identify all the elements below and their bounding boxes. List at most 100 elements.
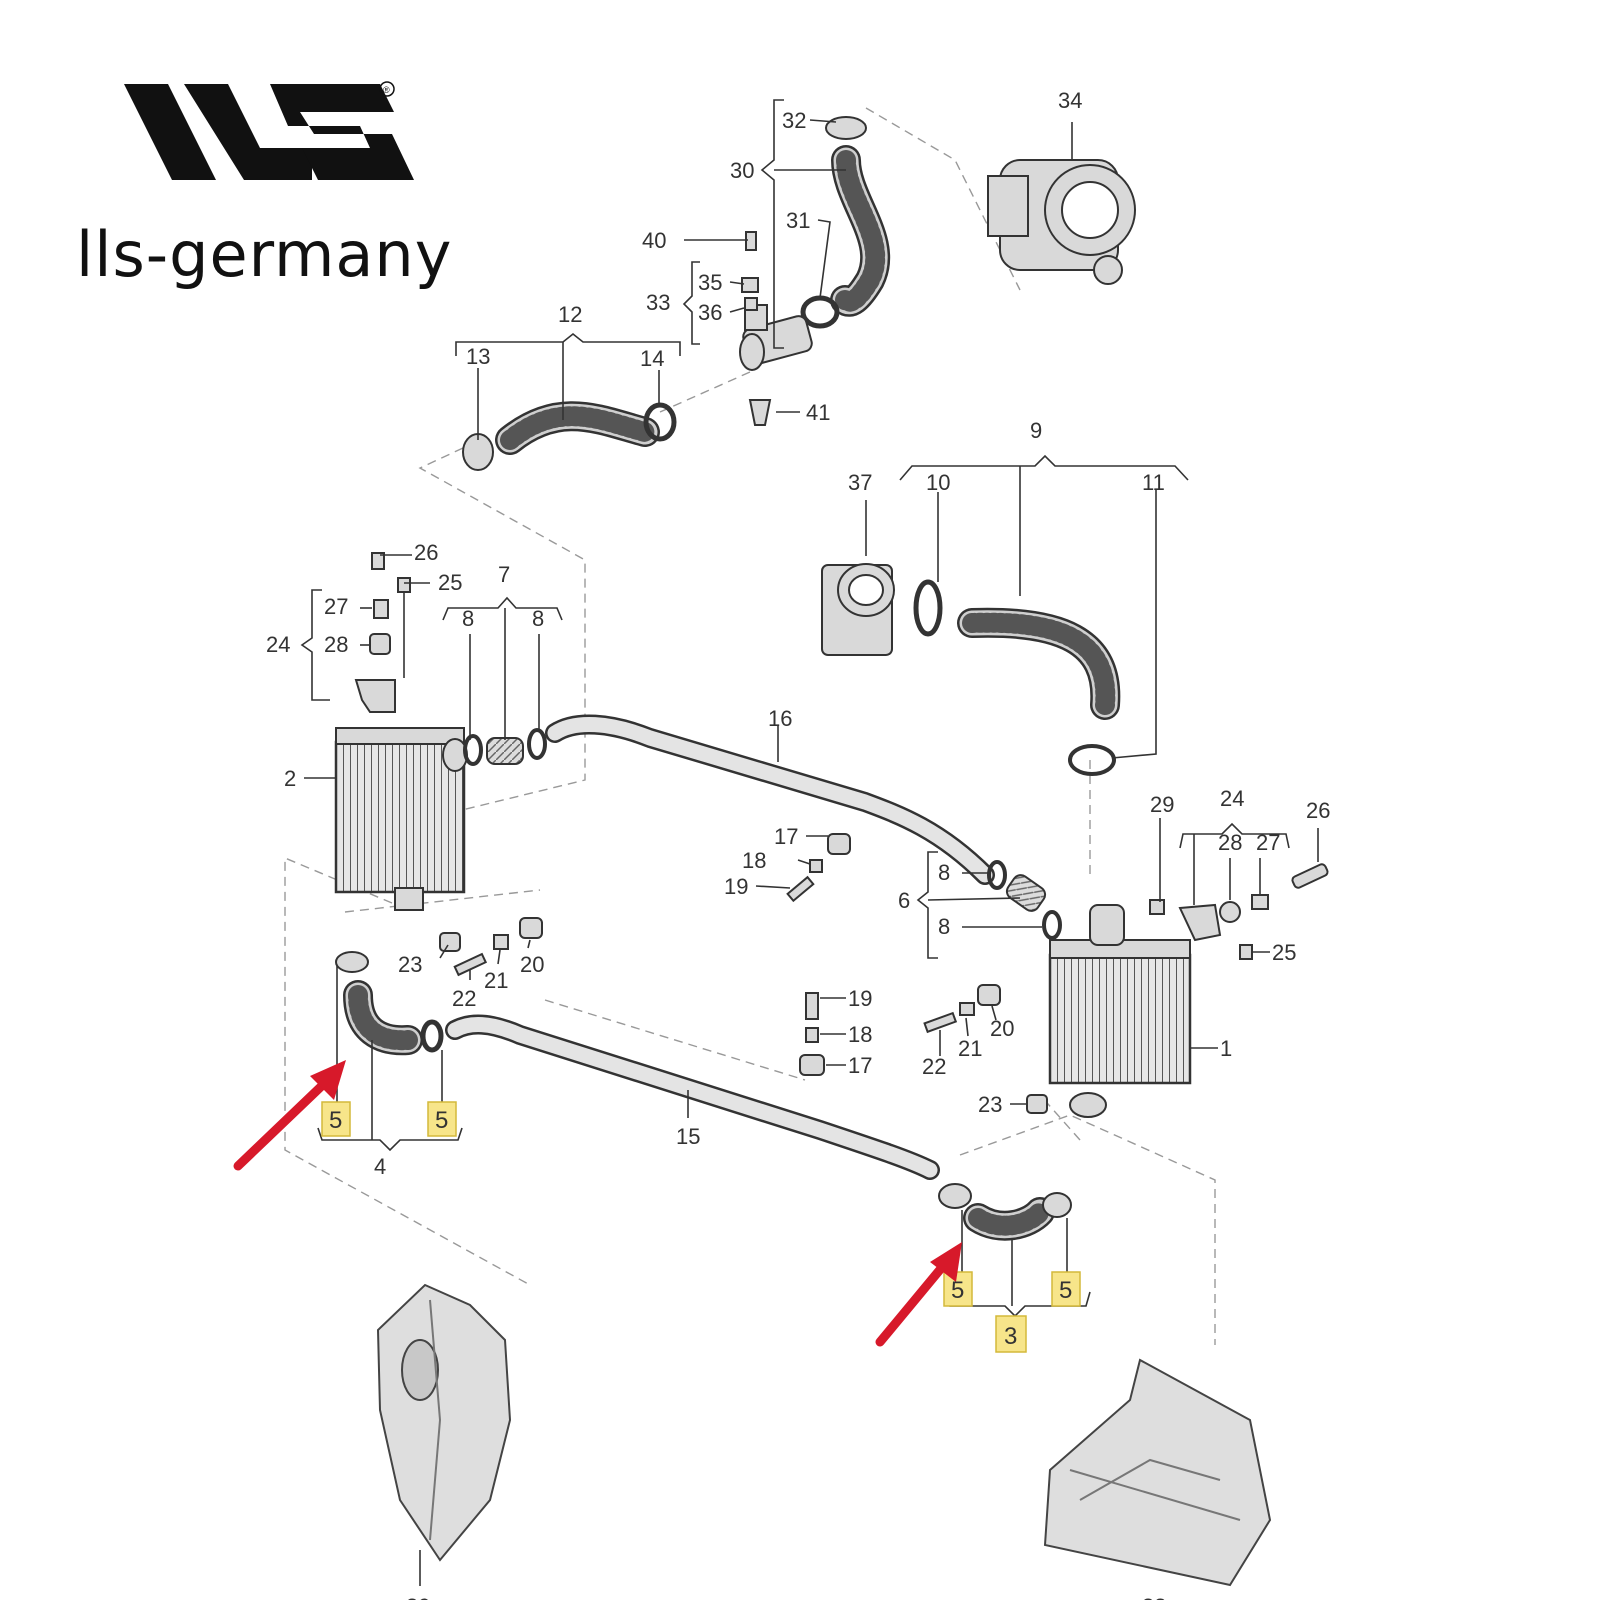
- label-25-left: 25: [438, 570, 462, 595]
- mount-17-lower: [799, 1054, 825, 1076]
- label-16: 16: [768, 706, 792, 731]
- connector-33: [739, 304, 813, 371]
- label-32: 32: [782, 108, 806, 133]
- label-30: 30: [730, 158, 754, 183]
- label-10: 10: [926, 470, 950, 495]
- highlight-3: [995, 1315, 1027, 1353]
- clamp-5-right-b: [1042, 1192, 1072, 1218]
- highlight-boxes: [321, 1101, 1081, 1353]
- screw-41: [748, 399, 772, 426]
- label-20-left: 20: [520, 952, 544, 977]
- label-36: 36: [698, 300, 722, 325]
- label-28-left: 28: [324, 632, 348, 657]
- part-18-lower: [805, 1027, 819, 1043]
- mount-20-right: [977, 984, 1001, 1006]
- label-11: 11: [1142, 470, 1165, 495]
- highlight-5-right-a: [943, 1271, 973, 1307]
- bolt-29: [1149, 899, 1165, 915]
- label-17-lower: 17: [848, 1053, 872, 1078]
- red-arrow-left: [233, 1060, 346, 1171]
- bolt-26-left: [371, 552, 385, 570]
- label-41: 41: [806, 400, 830, 425]
- label-8-c: 8: [938, 860, 950, 885]
- part-18-upper: [809, 859, 823, 873]
- bolt-22-left: [453, 952, 488, 977]
- label-21-left: 21: [484, 968, 508, 993]
- label-31: 31: [786, 208, 810, 233]
- guide-lines: [284, 107, 1216, 1345]
- label-19-lower: 19: [848, 986, 872, 1011]
- part-36: [744, 297, 758, 311]
- label-5-right-a: 5: [951, 1277, 964, 1304]
- throttle-body-37: [821, 563, 895, 656]
- label-8-a: 8: [462, 606, 474, 631]
- clamp-8-b: [527, 728, 547, 760]
- hose-4: [343, 980, 423, 1056]
- clamp-32: [825, 116, 867, 140]
- hose-7: [486, 737, 524, 765]
- bracket-24-right: [1178, 903, 1222, 942]
- label-1: 1: [1220, 1036, 1232, 1061]
- label-14: 14: [640, 346, 664, 371]
- label-27-right: 27: [1256, 830, 1280, 855]
- mount-23-right: [1026, 1094, 1048, 1114]
- label-18-lower: 18: [848, 1022, 872, 1047]
- label-6: 6: [898, 888, 910, 913]
- clamp-8-c: [987, 860, 1007, 890]
- brand-logo: ®: [124, 81, 414, 180]
- label-24-right: 24: [1220, 786, 1244, 811]
- bolt-19-upper: [786, 875, 815, 903]
- clamp-5-right-a: [938, 1183, 972, 1209]
- label-17-upper: 17: [774, 824, 798, 849]
- part-21-left: [493, 934, 509, 950]
- part-35: [741, 277, 759, 293]
- bolt-25-right: [1239, 944, 1253, 960]
- label-26-right: 26: [1306, 798, 1330, 823]
- air-duct-39: [376, 1283, 512, 1562]
- label-18-upper: 18: [742, 848, 766, 873]
- label-34: 34: [1058, 88, 1082, 113]
- hose-30: [830, 145, 891, 317]
- label-8-d: 8: [938, 914, 950, 939]
- gasket-10: [913, 579, 943, 637]
- pipe-16: [545, 714, 995, 885]
- registered-mark: ®: [383, 85, 390, 95]
- bolt-26-right: [1291, 863, 1329, 889]
- label-3: 3: [1004, 1323, 1017, 1350]
- mount-20-left: [519, 917, 543, 939]
- clamp-5-left-b: [420, 1019, 444, 1053]
- clamp-31: [800, 295, 840, 329]
- label-38: 38: [1142, 1594, 1166, 1600]
- clamp-5-left-a: [335, 951, 369, 973]
- brand-name: lls-germany: [76, 218, 453, 291]
- label-7: 7: [498, 562, 510, 587]
- label-25-right: 25: [1272, 940, 1296, 965]
- label-4: 4: [374, 1154, 386, 1179]
- label-29: 29: [1150, 792, 1174, 817]
- label-22-right: 22: [922, 1054, 946, 1079]
- bolt-22-right: [923, 1011, 958, 1034]
- label-21-right: 21: [958, 1036, 982, 1061]
- bolt-27-right: [1251, 894, 1269, 910]
- label-40: 40: [642, 228, 666, 253]
- hose-3: [963, 1197, 1055, 1241]
- label-5-left-a: 5: [329, 1107, 342, 1134]
- label-8-b: 8: [532, 606, 544, 631]
- red-arrow-right: [875, 1242, 962, 1347]
- bolt-25-left: [397, 577, 411, 593]
- clamp-11: [1068, 744, 1116, 776]
- label-19-upper: 19: [724, 874, 748, 899]
- label-22-left: 22: [452, 986, 476, 1011]
- grommet-28-left: [369, 633, 391, 655]
- intercooler-left: [334, 727, 468, 911]
- bolt-40: [745, 231, 757, 251]
- label-23-right: 23: [978, 1092, 1002, 1117]
- label-27-left: 27: [324, 594, 348, 619]
- callout-labels: 34 32 30 31 40 35 33 36 12 13 14 41 9 37…: [266, 88, 1330, 1600]
- mount-17-upper: [827, 833, 851, 855]
- bracket-24-left: [354, 679, 396, 713]
- label-15: 15: [676, 1124, 700, 1149]
- label-20-right: 20: [990, 1016, 1014, 1041]
- pipe-15: [445, 1014, 940, 1180]
- hose-6: [1005, 874, 1047, 912]
